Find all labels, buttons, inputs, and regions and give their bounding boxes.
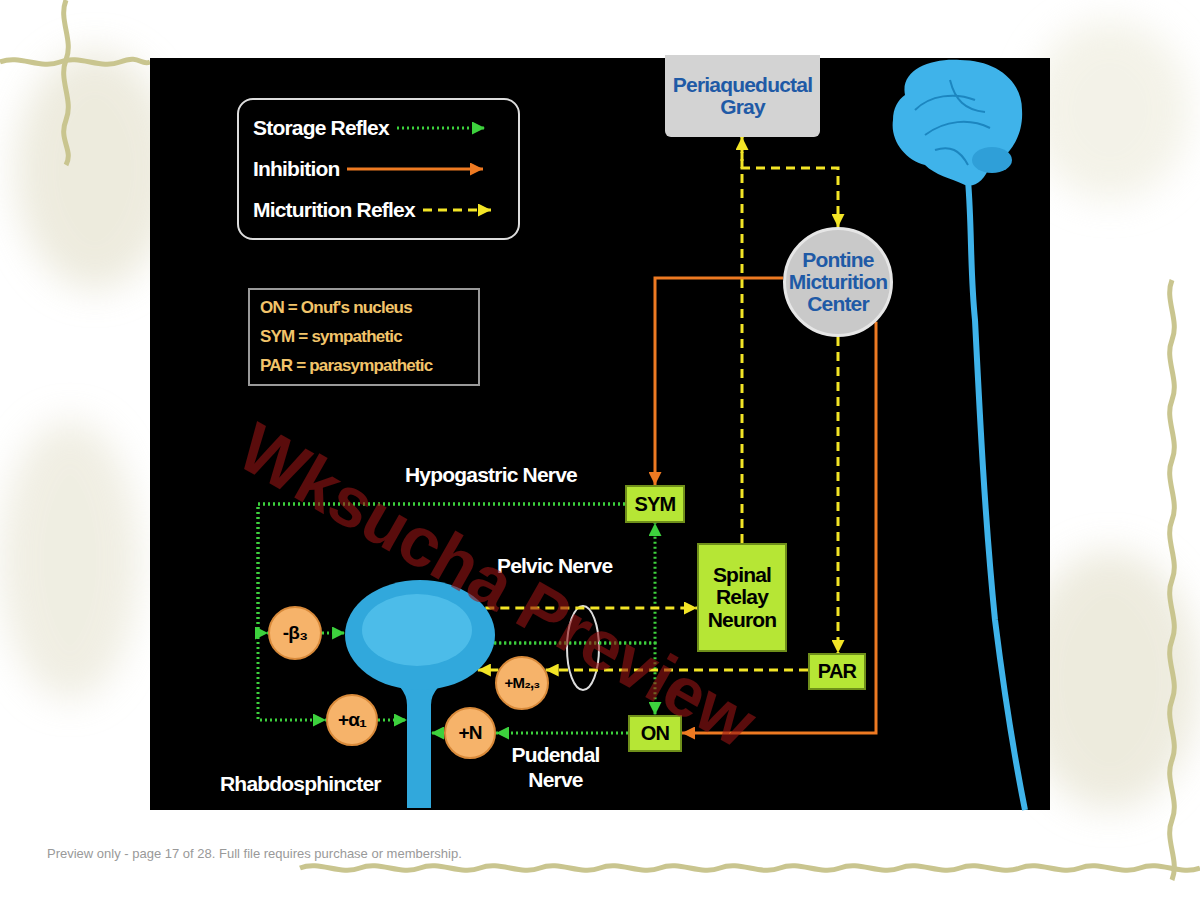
background-blob bbox=[1030, 20, 1190, 200]
receptor-circle: +N bbox=[444, 707, 496, 759]
legend-sample bbox=[421, 200, 493, 220]
brainstem-center-circle: Pontine Micturition Center bbox=[783, 227, 893, 337]
receptor-circle: +M₂,₃ bbox=[495, 656, 549, 710]
vine-border bbox=[64, 0, 69, 165]
node-text: PAR bbox=[818, 661, 856, 682]
legend-sample-line bbox=[397, 127, 485, 130]
node-text: +α₁ bbox=[338, 710, 366, 730]
micturition-reflex-connector bbox=[741, 137, 744, 543]
node-text: Spinal Relay Neuron bbox=[699, 564, 785, 630]
nerve-label: Pudendal Nerve bbox=[508, 742, 603, 792]
inhibition-connector bbox=[655, 278, 783, 485]
node-text: Periaqueductal Gray bbox=[665, 74, 820, 118]
legend-sample bbox=[395, 118, 487, 138]
micturition-reflex-connector bbox=[837, 337, 840, 653]
spinal-nucleus-box: SYM bbox=[625, 485, 685, 523]
background-blob bbox=[0, 420, 140, 700]
watermark: Wksucha Preview bbox=[224, 405, 769, 764]
storage-reflex-connector bbox=[496, 732, 628, 735]
vine-border bbox=[0, 59, 150, 64]
nerve-label: Hypogastric Nerve bbox=[405, 462, 577, 487]
cerebellum bbox=[972, 147, 1012, 173]
node-text: -β₃ bbox=[283, 623, 307, 643]
node-text: +M₂,₃ bbox=[504, 675, 539, 691]
node-text: +N bbox=[458, 723, 481, 743]
legend-row: Inhibition bbox=[253, 157, 504, 181]
legend-sample bbox=[345, 159, 485, 179]
diagram-panel bbox=[150, 58, 1050, 810]
micturition-reflex-connector bbox=[478, 669, 498, 672]
node-text: Rhabdosphincter bbox=[220, 773, 381, 795]
brain-region-box: Periaqueductal Gray bbox=[665, 55, 820, 137]
receptor-circle: -β₃ bbox=[268, 606, 322, 660]
abbreviation-box: ON = Onuf's nucleusSYM = sympatheticPAR … bbox=[248, 288, 480, 386]
legend-text: Micturition Reflex bbox=[253, 198, 415, 222]
spinal-cord bbox=[968, 180, 1025, 810]
storage-reflex-connector bbox=[431, 732, 444, 735]
vine-border bbox=[1170, 280, 1175, 880]
node-text: PAR = parasympathetic bbox=[260, 357, 432, 375]
storage-reflex-connector bbox=[322, 632, 345, 635]
brain-groove bbox=[915, 80, 990, 165]
node-text: SYM = sympathetic bbox=[260, 328, 402, 346]
legend-text: Storage Reflex bbox=[253, 116, 389, 140]
node-text: ON = Onuf's nucleus bbox=[260, 299, 412, 317]
legend-sample-line bbox=[423, 208, 491, 211]
node-text: Pontine Micturition Center bbox=[786, 249, 890, 315]
brain-illustration bbox=[893, 60, 1023, 186]
spinal-nucleus-box: PAR bbox=[808, 653, 866, 690]
legend-text: Inhibition bbox=[253, 157, 339, 181]
legend-row: Micturition Reflex bbox=[253, 198, 504, 222]
vine-border bbox=[300, 866, 1200, 871]
micturition-reflex-connector bbox=[742, 137, 838, 227]
legend-row: Storage Reflex bbox=[253, 116, 504, 140]
spinal-nucleus-box: Spinal Relay Neuron bbox=[697, 543, 787, 652]
storage-reflex-connector bbox=[378, 719, 407, 722]
legend-box: Storage ReflexInhibitionMicturition Refl… bbox=[237, 98, 520, 240]
legend-sample-line bbox=[347, 167, 483, 170]
node-text: SYM bbox=[635, 494, 676, 515]
receptor-circle: +α₁ bbox=[326, 694, 378, 746]
footer-note: Preview only - page 17 of 28. Full file … bbox=[47, 846, 462, 862]
